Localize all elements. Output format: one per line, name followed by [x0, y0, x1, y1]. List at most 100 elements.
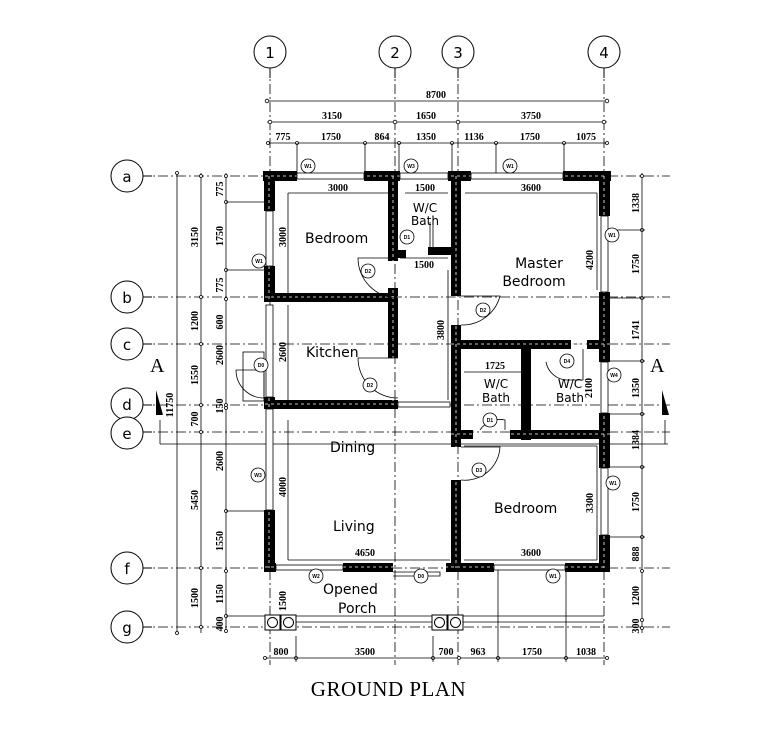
- dim-text: 4000: [278, 477, 289, 497]
- dim-text: 3150: [190, 227, 201, 247]
- top-dimension-lines: [264, 98, 610, 176]
- room-bedroom-2: Bedroom: [494, 501, 557, 517]
- dim-text: 3150: [322, 111, 342, 122]
- dim-text: 1750: [522, 647, 542, 658]
- windows: [265, 172, 609, 571]
- grid-col-3: 3: [453, 44, 463, 62]
- dim-text: 2600: [278, 342, 289, 362]
- dim-text: 3800: [436, 320, 447, 340]
- dim-text: 1500: [414, 260, 434, 271]
- dim-text: 1500: [415, 183, 435, 194]
- dim-text: 1750: [631, 254, 642, 274]
- right-dimension-text: 1338 1750 1741 1350 1384 1750 888 1200 3…: [631, 193, 642, 634]
- opening-tags: [250, 158, 622, 584]
- section-marker-right: A: [650, 355, 669, 415]
- grid-row-e: e: [122, 425, 131, 443]
- section-label: A: [650, 355, 665, 377]
- room-master: Master: [515, 256, 563, 272]
- dim-text: 2100: [584, 378, 595, 398]
- dim-text: 1350: [631, 378, 642, 398]
- dim-text: 1500: [190, 588, 201, 608]
- dim-text: 1500: [278, 591, 289, 611]
- left-dimension-text: 11750 3150 1200 1550 700 5450 1500 775 1…: [165, 182, 226, 632]
- dim-text: 300: [631, 619, 642, 634]
- dim-text: 3000: [328, 183, 348, 194]
- dim-text: 888: [631, 547, 642, 562]
- porch-columns: [264, 614, 464, 631]
- room-bath-2: Bath: [482, 391, 510, 405]
- dim-overall-width: 8700: [426, 90, 446, 101]
- left-dimension-lines: [175, 171, 270, 635]
- dim-text: 864: [375, 132, 390, 143]
- room-living: Living: [333, 519, 375, 535]
- grid-col-1: 1: [265, 44, 275, 62]
- room-bath-3: Bath: [556, 391, 584, 405]
- dim-text: 1350: [416, 132, 436, 143]
- dim-text: 4650: [355, 548, 375, 559]
- grid-col-4: 4: [599, 44, 609, 62]
- door-tag: D0: [258, 363, 265, 369]
- window-tag: W1: [304, 164, 312, 170]
- dim-text: 1750: [520, 132, 540, 143]
- bottom-dimension-text: 800 3500 700 963 1750 1038: [274, 647, 597, 658]
- dim-text: 3500: [355, 647, 375, 658]
- window-tag: W1: [608, 233, 616, 239]
- dim-text: 800: [274, 647, 289, 658]
- dim-text: 1750: [321, 132, 341, 143]
- interior-lines: [159, 192, 668, 623]
- dim-text: 3000: [278, 227, 289, 247]
- interior-dimensions: 3000 3000 1500 1500 3600 4200 2600 3800 …: [278, 183, 596, 611]
- dim-text: 400: [215, 617, 226, 632]
- dim-text: 775: [215, 182, 226, 197]
- door-tag: D2: [367, 383, 374, 389]
- dim-text: 775: [215, 278, 226, 293]
- room-kitchen: Kitchen: [306, 345, 359, 361]
- dim-text: 1150: [215, 584, 226, 603]
- dim-text: 775: [276, 132, 291, 143]
- dim-text: 1725: [485, 361, 505, 372]
- dim-text: 3600: [521, 548, 541, 559]
- dim-text: 700: [190, 412, 201, 427]
- dim-text: 1338: [631, 193, 642, 213]
- dim-text: 1650: [416, 111, 436, 122]
- window-tag: W1: [609, 481, 617, 487]
- room-labels: Bedroom W/C Bath Master Bedroom Kitchen …: [305, 201, 584, 617]
- dim-text: 3300: [585, 493, 596, 513]
- dim-text: 1384: [631, 430, 642, 450]
- door-tag: D1: [404, 235, 411, 241]
- dim-text: 1550: [190, 365, 201, 385]
- door-tag: D3: [476, 468, 483, 474]
- dim-text: 2600: [215, 345, 226, 365]
- opening-tag-labels: W1 W3 W1 W1 W1 W4 W1 W3 W2 W1 D0 D1 D2 D…: [254, 164, 618, 580]
- column-bubbles: [253, 35, 621, 78]
- room-wc-1: W/C: [413, 201, 437, 215]
- dim-text: 1200: [631, 586, 642, 606]
- room-bedroom-1: Bedroom: [305, 231, 368, 247]
- grid-row-d: d: [122, 396, 132, 414]
- dim-text: 4200: [585, 250, 596, 270]
- dim-text: 1136: [464, 132, 483, 143]
- dim-text: 2600: [215, 451, 226, 471]
- grid-row-g: g: [122, 619, 132, 637]
- row-bubbles: [110, 159, 152, 644]
- window-tag: W1: [506, 164, 514, 170]
- room-dining: Dining: [330, 440, 375, 456]
- door-tag: D1: [487, 418, 494, 424]
- grid-row-c: c: [123, 336, 131, 354]
- grid-row-f: f: [124, 560, 130, 578]
- room-master-bedroom: Bedroom: [502, 274, 565, 290]
- grid-row-a: a: [122, 168, 131, 186]
- door-tag: D2: [480, 308, 487, 314]
- dim-text: 1750: [215, 226, 226, 246]
- room-bath-1: Bath: [411, 214, 439, 228]
- dim-text: 1741: [631, 320, 642, 340]
- dim-text: 3600: [521, 183, 541, 194]
- drawing-title: GROUND PLAN: [310, 677, 467, 701]
- section-marker-left: A: [150, 355, 165, 415]
- dim-text: 150: [215, 399, 226, 414]
- dim-text: 1038: [576, 647, 596, 658]
- window-tag: W1: [549, 574, 557, 580]
- dim-text: 1075: [576, 132, 596, 143]
- dim-text: 5450: [190, 490, 201, 510]
